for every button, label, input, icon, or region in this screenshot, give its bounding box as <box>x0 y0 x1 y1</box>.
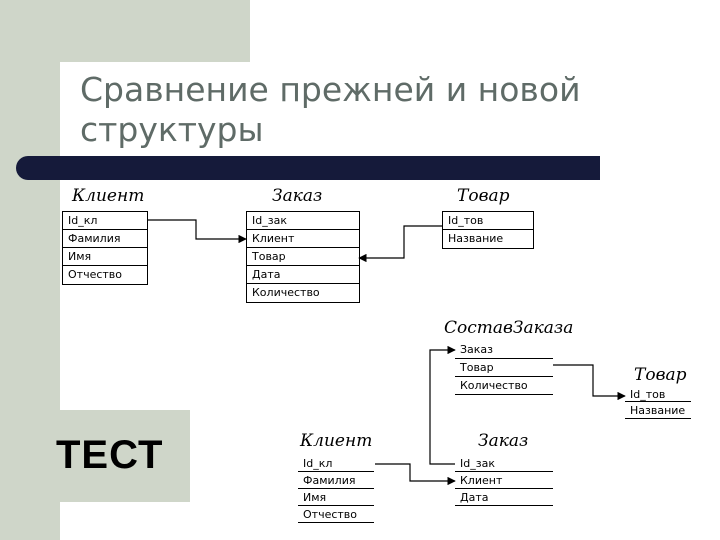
old-zakaz-field: Клиент <box>247 230 359 248</box>
new-zakaz-field: Клиент <box>455 472 553 489</box>
new-tovar-title: Товар <box>634 365 687 385</box>
link-old-klient-zakaz <box>147 219 247 244</box>
old-zakaz-field: Id_зак <box>247 212 359 230</box>
new-klient-field: Id_кл <box>298 455 374 472</box>
old-tovar-title: Товар <box>457 186 510 206</box>
test-box[interactable] <box>50 410 190 502</box>
new-sostav-title: СоставЗаказа <box>444 318 574 338</box>
new-zakaz-table: Id_зак Клиент Дата <box>455 455 553 506</box>
new-klient-field: Отчество <box>298 506 374 523</box>
new-sostav-field: Количество <box>455 377 553 395</box>
new-zakaz-field: Id_зак <box>455 455 553 472</box>
old-tovar-table: Id_тов Название <box>442 211 534 249</box>
new-klient-field: Фамилия <box>298 472 374 489</box>
old-zakaz-field: Дата <box>247 266 359 284</box>
new-tovar-field: Название <box>625 402 691 419</box>
test-label[interactable]: ТЕСТ <box>56 433 164 477</box>
old-zakaz-field: Количество <box>252 286 320 299</box>
old-klient-field: Фамилия <box>63 230 147 248</box>
new-sostav-field: Товар <box>455 359 553 377</box>
slide-title: Сравнение прежней и новой структуры <box>80 70 581 149</box>
old-tovar-field: Id_тов <box>443 212 533 230</box>
new-tovar-table: Id_тов Название <box>625 387 691 419</box>
link-old-tovar-zakaz <box>358 225 442 263</box>
new-klient-table: Id_кл Фамилия Имя Отчество <box>298 455 374 523</box>
link-new-sostav-tovar <box>553 364 626 401</box>
old-zakaz-field: Товар <box>247 248 359 266</box>
old-klient-field: Отчество <box>68 268 123 281</box>
old-klient-field: Имя <box>63 248 147 266</box>
new-sostav-table: Заказ Товар Количество <box>455 341 553 395</box>
link-new-zakaz-sostav <box>429 345 456 465</box>
new-zakaz-title: Заказ <box>478 431 529 451</box>
old-zakaz-title: Заказ <box>272 186 323 206</box>
corner-decoration <box>0 0 250 62</box>
link-new-klient-zakaz <box>375 463 456 486</box>
new-tovar-field: Id_тов <box>625 387 691 402</box>
title-underline-bar <box>16 156 600 180</box>
old-klient-field: Id_кл <box>63 212 147 230</box>
old-klient-title: Клиент <box>72 186 145 206</box>
old-zakaz-table: Id_зак Клиент Товар Дата Количество <box>246 211 360 303</box>
new-klient-title: Клиент <box>300 431 373 451</box>
new-sostav-field: Заказ <box>455 341 553 359</box>
new-klient-field: Имя <box>298 489 374 506</box>
new-zakaz-field: Дата <box>455 489 553 506</box>
old-klient-table: Id_кл Фамилия Имя Отчество <box>62 211 148 285</box>
old-tovar-field: Название <box>448 232 504 245</box>
